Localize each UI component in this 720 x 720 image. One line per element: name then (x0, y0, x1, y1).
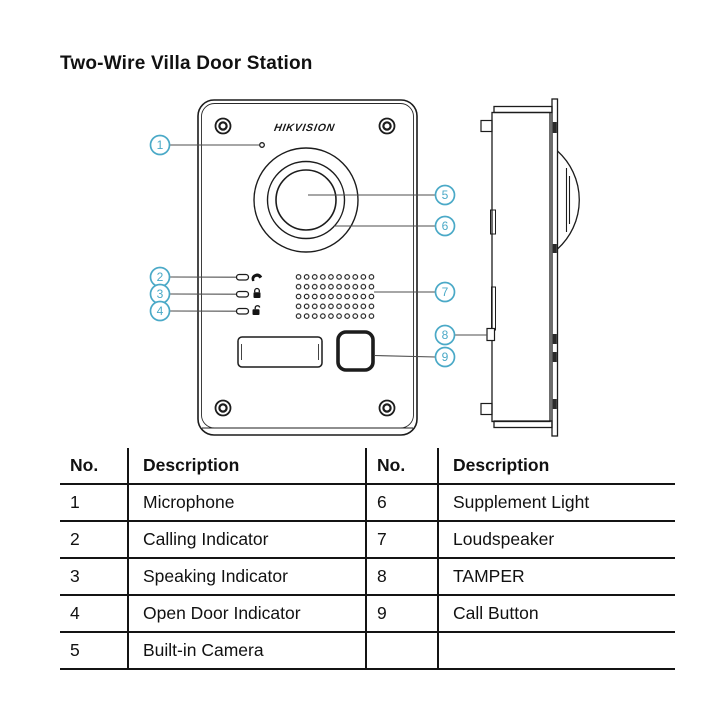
camera-outer-ring (253, 147, 359, 253)
camera-middle-ring (266, 160, 346, 240)
cell-description: Microphone (128, 484, 367, 522)
table-header-row: No. Description No. Description (60, 448, 675, 485)
front-view: HIKVISION (197, 99, 418, 436)
svg-text:1: 1 (157, 138, 164, 152)
cell-no: 4 (60, 595, 129, 633)
svg-text:2: 2 (157, 270, 164, 284)
cell-description: Open Door Indicator (128, 595, 367, 633)
callout-1: 1 (149, 134, 171, 156)
open-door-indicator-led (235, 307, 250, 315)
cell-description: Built-in Camera (128, 632, 367, 670)
side-body (491, 111, 551, 423)
mounting-tab-top (480, 119, 493, 133)
speaking-icon (253, 287, 261, 298)
side-view (480, 98, 580, 437)
header-description-right: Description (438, 448, 675, 485)
table-row: 1 Microphone 6 Supplement Light (60, 484, 675, 522)
page-title: Two-Wire Villa Door Station (60, 53, 313, 74)
speaking-indicator-led (235, 290, 250, 298)
svg-text:7: 7 (442, 285, 449, 299)
callout-5: 5 (434, 184, 456, 206)
camera (253, 147, 359, 253)
open-door-icon (252, 305, 261, 315)
table-row: 4 Open Door Indicator 9 Call Button (60, 595, 675, 633)
cell-description: TAMPER (438, 558, 675, 596)
cell-description: Loudspeaker (438, 521, 675, 559)
cell-description: Call Button (438, 595, 675, 633)
header-no-left: No. (60, 448, 129, 485)
cell-no: 8 (366, 558, 439, 596)
cell-no: 1 (60, 484, 129, 522)
screw-icon-bottom-left (214, 399, 232, 417)
cell-no: 9 (366, 595, 439, 633)
microphone-hole (259, 142, 265, 148)
header-no-right: No. (366, 448, 439, 485)
svg-text:8: 8 (442, 328, 449, 342)
screw-icon-top-right (378, 117, 396, 135)
tamper-switch (486, 327, 496, 342)
call-button (336, 330, 375, 372)
cell-description: Speaking Indicator (128, 558, 367, 596)
cell-description: Supplement Light (438, 484, 675, 522)
name-tag (237, 336, 323, 368)
svg-text:9: 9 (442, 350, 449, 364)
screw-icon-top-left (214, 117, 232, 135)
cell-no: 2 (60, 521, 129, 559)
leader-lines (169, 144, 487, 358)
callout-3: 3 (149, 283, 171, 305)
table-row: 2 Calling Indicator 7 Loudspeaker (60, 521, 675, 559)
brand-logo: HIKVISION (273, 122, 336, 134)
cell-no: 5 (60, 632, 129, 670)
calling-icon (251, 273, 263, 282)
mounting-tab-bottom (480, 402, 493, 416)
calling-indicator-led (235, 273, 250, 281)
cell-no (366, 632, 439, 670)
camera-lens (275, 169, 337, 231)
side-clip-upper (490, 209, 496, 235)
svg-text:4: 4 (157, 304, 164, 318)
callout-7: 7 (434, 281, 456, 303)
plate-screw-marks (552, 122, 557, 409)
callout-6: 6 (434, 215, 456, 237)
header-description-left: Description (128, 448, 367, 485)
cell-no: 6 (366, 484, 439, 522)
front-panel-outline (197, 99, 418, 436)
leader-line-9 (373, 354, 436, 358)
table-row: 5 Built-in Camera (60, 632, 675, 670)
camera-dome-profile (557, 150, 580, 250)
callout-8: 8 (434, 324, 456, 346)
callout-4: 4 (149, 300, 171, 322)
cell-description: Calling Indicator (128, 521, 367, 559)
loudspeaker-grille (294, 272, 376, 321)
side-top-cap (493, 105, 553, 114)
svg-text:6: 6 (442, 219, 449, 233)
description-table: No. Description No. Description 1 Microp… (60, 448, 675, 670)
front-panel-inner-outline (201, 103, 414, 429)
side-front-plate (551, 98, 559, 437)
svg-text:5: 5 (442, 188, 449, 202)
svg-text:3: 3 (157, 287, 164, 301)
callout-2: 2 (149, 266, 171, 288)
callout-9: 9 (434, 346, 456, 368)
cell-description (438, 632, 675, 670)
cell-no: 7 (366, 521, 439, 559)
table-row: 3 Speaking Indicator 8 TAMPER (60, 558, 675, 596)
screw-icon-bottom-right (378, 399, 396, 417)
callouts: 1 2 3 4 5 6 7 8 (149, 134, 456, 368)
cell-no: 3 (60, 558, 129, 596)
